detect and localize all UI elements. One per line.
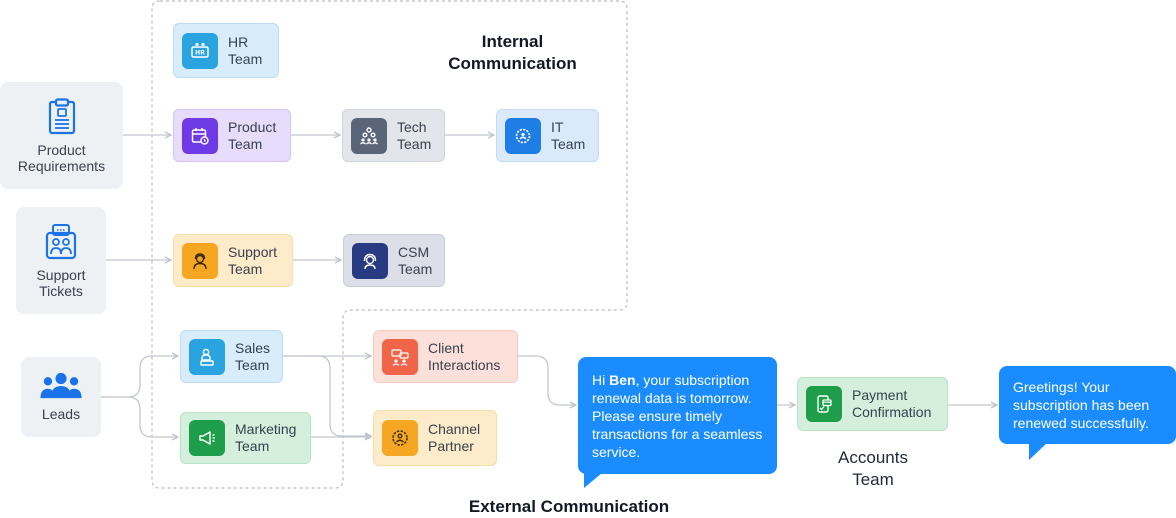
group-icon [40, 372, 82, 399]
support-tickets-line2: Tickets [39, 282, 83, 299]
leads-label: Leads [41, 406, 81, 422]
megaphone-icon [189, 420, 225, 456]
sales-line1: Sales [235, 339, 271, 356]
svg-text:HR: HR [195, 49, 205, 56]
client-line1: Client [428, 339, 464, 356]
internal-title-line1: Internal [481, 32, 544, 51]
it-line1: IT [551, 118, 564, 135]
product-requirements-line1: Product [37, 141, 86, 158]
link-client-to-bubble [518, 355, 576, 405]
renewal-reminder-bubble: Hi Ben, your subscription renewal data i… [578, 357, 777, 474]
channel-line2: Partner [428, 438, 474, 454]
csm-line1: CSM [398, 243, 430, 260]
external-communication-title: External Communication [468, 497, 670, 516]
accounts-line1: Accounts [838, 448, 908, 467]
support-tickets-source[interactable]: Support Tickets [16, 207, 106, 314]
it-line2: Team [551, 135, 586, 152]
chat-people-icon [382, 338, 418, 375]
ticket-team-icon [45, 223, 77, 259]
internal-region-border [151, 0, 628, 489]
link-leads-to-marketing [101, 396, 178, 437]
link-sales-to-channel [283, 355, 371, 436]
client-line2: Interactions [428, 356, 501, 373]
product-requirements-source[interactable]: Product Requirements [0, 82, 123, 189]
headset-icon [352, 242, 388, 279]
accounts-line2: Team [852, 470, 894, 489]
hr-icon: HR [182, 32, 218, 69]
tech-line1: Tech [397, 118, 427, 135]
gear-team-icon [505, 117, 541, 154]
team-hierarchy-icon [351, 117, 387, 154]
support-agent-icon [182, 242, 218, 279]
hr-line2: Team [228, 50, 263, 67]
reminder-greeting: Hi [592, 372, 610, 388]
tech-line2: Team [397, 135, 432, 152]
support-team-line1: Support [228, 243, 278, 260]
channel-line1: Channel [428, 421, 481, 437]
support-team-line2: Team [228, 260, 263, 277]
internal-title-line2: Communication [448, 54, 577, 73]
internal-communication-title: Internal Communication [430, 31, 595, 75]
csm-line2: Team [398, 260, 433, 277]
renewal-confirmation-bubble: Greetings! Your subscription has been re… [999, 366, 1176, 444]
hr-line1: HR [228, 33, 249, 50]
product-team-line2: Team [228, 135, 263, 152]
payment-line1: Payment [852, 387, 908, 403]
payment-line2: Confirmation [852, 404, 932, 420]
calendar-clock-icon [182, 117, 218, 154]
mobile-payment-icon [806, 386, 842, 422]
product-requirements-line2: Requirements [17, 157, 106, 174]
product-team-line1: Product [228, 118, 277, 135]
confirmation-message: Greetings! Your subscription has been re… [1013, 379, 1150, 431]
clipboard-icon [48, 97, 75, 134]
link-leads-to-sales [101, 356, 178, 398]
reminder-customer-name: Ben [609, 372, 636, 388]
marketing-line1: Marketing [235, 421, 297, 437]
marketing-line2: Team [235, 438, 270, 454]
confirmation-bubble-tail [1029, 443, 1047, 460]
reminder-message: , your subscription renewal data is tomo… [592, 372, 763, 460]
renewal-bubble-tail [584, 473, 602, 488]
sales-line2: Team [235, 356, 270, 373]
support-tickets-line1: Support [36, 266, 86, 283]
leads-source[interactable]: Leads [21, 357, 101, 437]
partner-gear-icon [382, 420, 418, 456]
accounts-team-label: Accounts Team [808, 447, 938, 491]
salesperson-icon [189, 338, 225, 375]
